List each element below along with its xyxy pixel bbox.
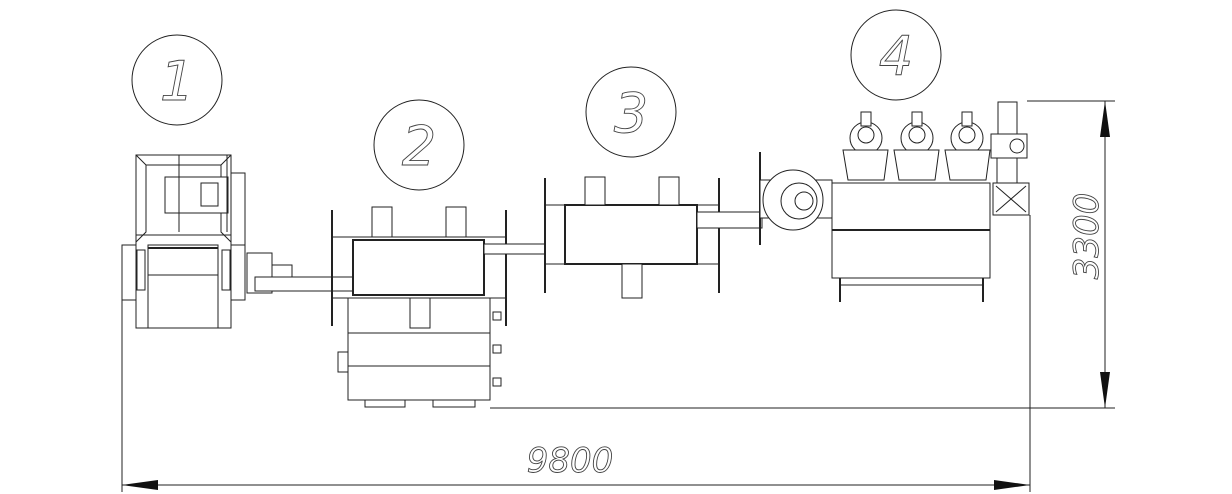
machine-3 <box>545 177 719 298</box>
cyclone-fan <box>945 112 990 180</box>
svg-text:1: 1 <box>160 50 194 113</box>
height-dimension-label: 3300 <box>1067 193 1107 280</box>
svg-text:4: 4 <box>879 25 913 88</box>
machine-1 <box>122 155 245 328</box>
height-dimension: 3300 <box>490 101 1115 408</box>
callout-1: 1 <box>132 35 222 125</box>
connector-pipe-2-3 <box>484 244 545 254</box>
callout-3: 3 <box>586 67 676 157</box>
machine-4 <box>760 102 1029 302</box>
svg-text:3: 3 <box>614 82 648 145</box>
callout-2: 2 <box>374 100 464 190</box>
width-dimension: 9800 <box>122 215 1030 492</box>
connector-pipe-3-4 <box>697 212 762 228</box>
width-dimension-label: 9800 <box>527 441 614 481</box>
machine-2 <box>332 207 506 407</box>
connector-pipe-1-2 <box>247 253 355 293</box>
cyclone-fan <box>843 112 888 180</box>
svg-text:2: 2 <box>402 115 436 178</box>
cyclone-fan <box>894 112 939 180</box>
callout-4: 4 <box>851 10 941 100</box>
